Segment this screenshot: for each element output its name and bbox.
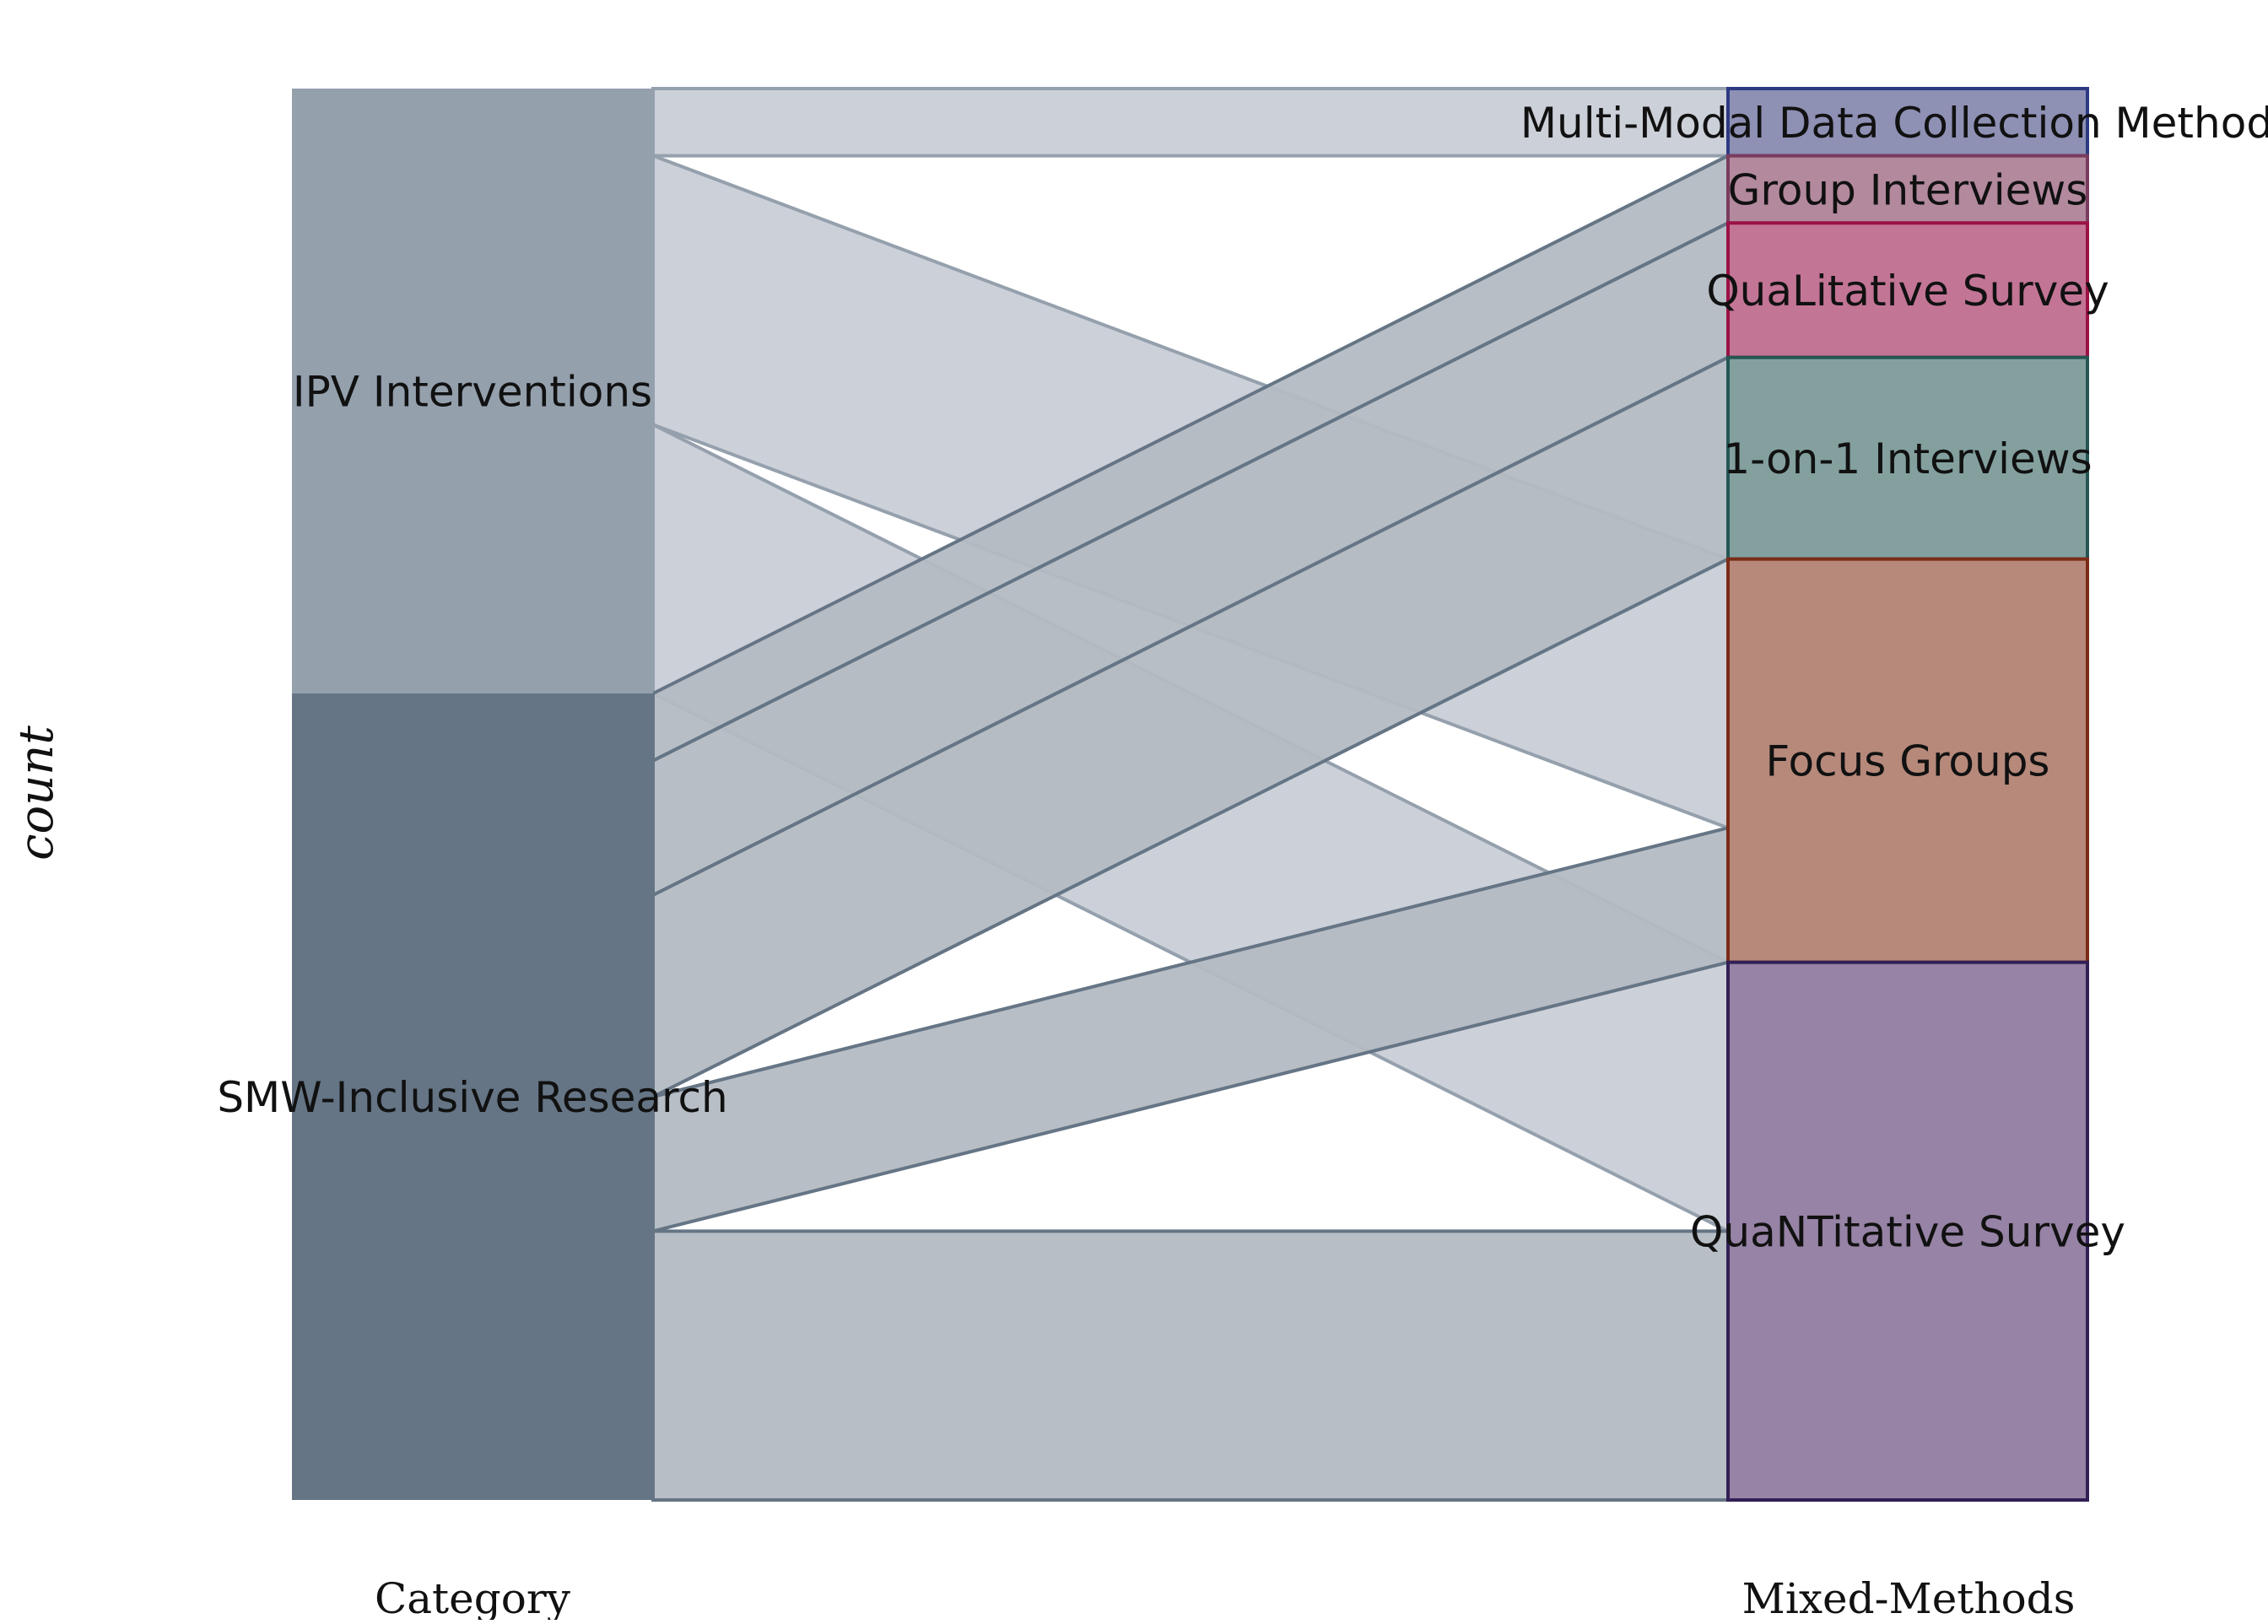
stratum-label-quantitative-survey: QuaNTitative Survey [1690, 1207, 2125, 1256]
stratum-label-multi-modal-data-collection-methods: Multi-Modal Data Collection Methods [1520, 99, 2268, 148]
stratum-quantitative-survey [1726, 960, 2089, 1502]
stratum-label-focus-groups: Focus Groups [1766, 737, 2050, 786]
stratum-ipv-interventions [292, 89, 653, 693]
stratum-label-qualitative-survey: QuaLitative Survey [1706, 267, 2109, 316]
stratum-group-interviews [1726, 154, 2089, 225]
y-axis-title: count [9, 726, 64, 861]
stratum-smw-inclusive-research [292, 693, 653, 1500]
axis-label-mixed-methods: Mixed-Methods [1742, 1574, 2076, 1620]
stratum-label-group-interviews: Group Interviews [1728, 166, 2088, 215]
flow-smw-inclusive-research-to-quantitative-survey [651, 1229, 1730, 1502]
nodes-layer [292, 87, 2089, 1502]
stratum-label-smw-inclusive-research: SMW-Inclusive Research [217, 1073, 727, 1122]
stratum-label-1-on-1-interviews: 1-on-1 Interviews [1723, 434, 2092, 483]
flows-layer [651, 87, 1730, 1502]
axis-label-category: Category [375, 1574, 571, 1620]
stratum-focus-groups [1726, 557, 2089, 964]
stratum-label-ipv-interventions: IPV Interventions [293, 368, 652, 417]
